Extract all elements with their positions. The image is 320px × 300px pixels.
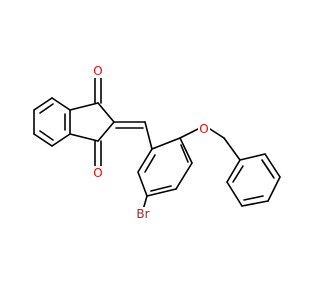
- bond: [226, 159, 241, 183]
- bond: [261, 159, 275, 179]
- bond: [267, 176, 281, 202]
- oxygen-label-bottom: O: [93, 166, 102, 180]
- bond: [97, 121, 115, 142]
- bond: [39, 130, 54, 141]
- bond: [51, 133, 71, 147]
- atom-bg: [92, 64, 104, 78]
- bond: [239, 153, 266, 161]
- bond: [241, 200, 269, 207]
- bond: [146, 188, 177, 197]
- bond: [137, 171, 148, 197]
- bond: [150, 185, 172, 192]
- atom-bg: [92, 166, 104, 180]
- bond: [69, 133, 99, 142]
- bond: [51, 97, 71, 111]
- bond: [175, 162, 193, 190]
- oxygen-label-ether: O: [199, 122, 208, 136]
- bond: [179, 137, 193, 164]
- bond: [137, 148, 153, 173]
- bond: [144, 154, 156, 173]
- bond: [223, 137, 241, 161]
- bromine-label: Br: [136, 207, 149, 221]
- bond: [151, 137, 181, 150]
- bond-lines: [33, 77, 281, 211]
- bond: [39, 103, 54, 114]
- molecule-structure: O O O Br: [33, 64, 281, 221]
- bond: [144, 121, 153, 150]
- bond: [264, 153, 281, 178]
- bond: [180, 144, 189, 163]
- bond: [33, 133, 53, 147]
- bond: [33, 97, 53, 111]
- bond: [243, 195, 264, 201]
- bond: [209, 128, 225, 139]
- bond: [97, 102, 115, 123]
- bond: [179, 128, 199, 139]
- atom-bg: [198, 122, 210, 136]
- bond: [226, 181, 243, 207]
- bond: [232, 165, 244, 183]
- bond: [69, 102, 99, 111]
- atom-bg: [133, 207, 153, 221]
- oxygen-label-top: O: [93, 64, 102, 78]
- atom-labels: O O O Br: [92, 64, 210, 221]
